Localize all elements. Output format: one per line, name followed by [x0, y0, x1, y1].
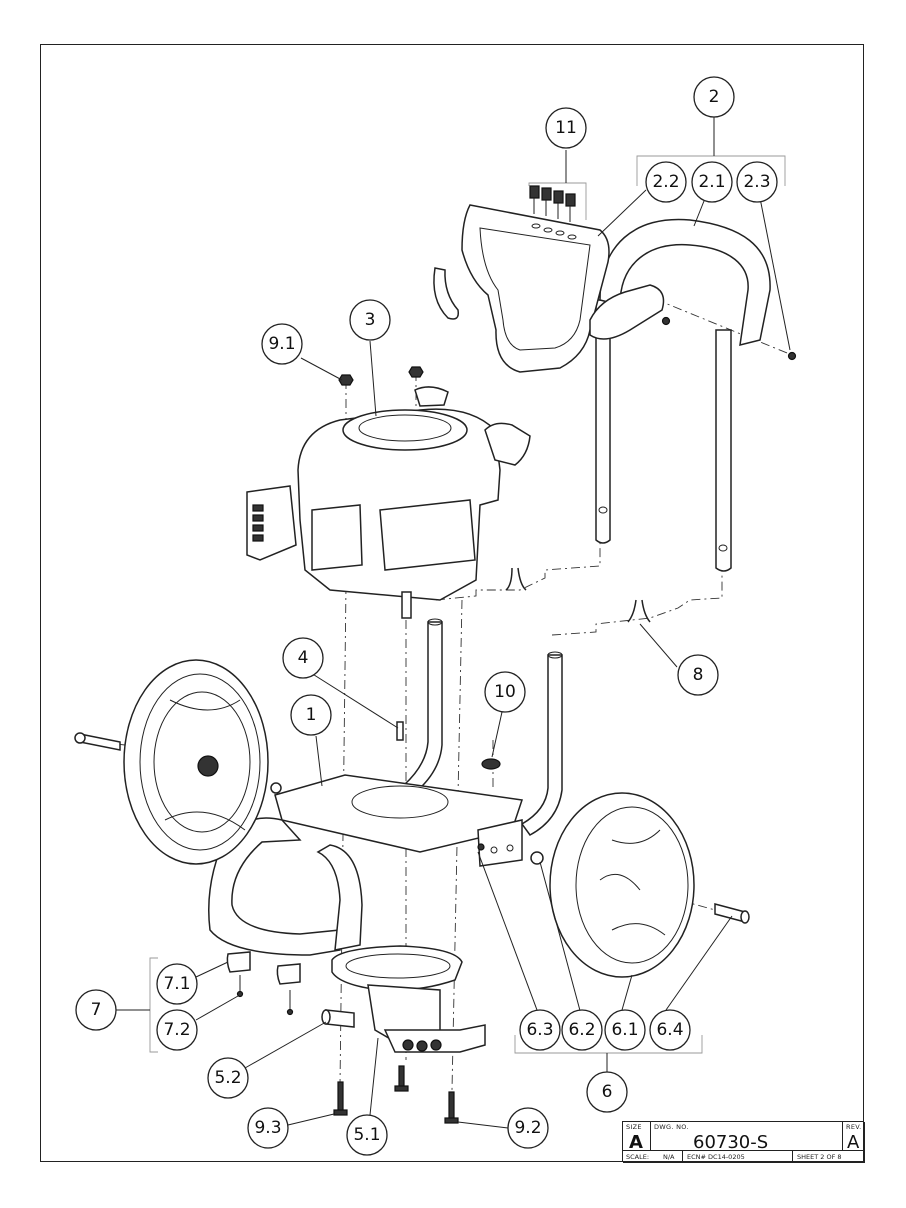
rev-label: REV.	[846, 1123, 862, 1131]
svg-text:2.3: 2.3	[743, 172, 770, 192]
scale-label: SCALE:	[626, 1153, 650, 1161]
callout-9-2: 9.2	[507, 1107, 549, 1149]
svg-text:6.3: 6.3	[526, 1020, 553, 1040]
bracket-group-2	[636, 155, 786, 186]
svg-text:5.2: 5.2	[214, 1068, 241, 1088]
leader-lines	[115, 117, 791, 1129]
pump	[321, 945, 486, 1053]
svg-text:6: 6	[602, 1082, 613, 1102]
engine	[246, 366, 531, 619]
ecn-value: ECN# DC14-0205	[687, 1153, 745, 1161]
svg-text:9.2: 9.2	[514, 1118, 541, 1138]
size-cell: SIZE A	[623, 1122, 651, 1151]
svg-text:2.1: 2.1	[698, 172, 725, 192]
svg-text:8: 8	[693, 665, 704, 685]
svg-text:5.1: 5.1	[353, 1125, 380, 1145]
callout-11: 11	[545, 107, 587, 149]
bracket-group-7	[149, 957, 158, 1053]
dwg-no-label: DWG. NO.	[654, 1123, 689, 1131]
callout-4: 4	[282, 637, 324, 679]
callout-5-2: 5.2	[207, 1057, 249, 1099]
callout-6-3: 6.3	[519, 1009, 561, 1051]
callout-1: 1	[290, 694, 332, 736]
callout-6-2: 6.2	[561, 1009, 603, 1051]
svg-text:6.4: 6.4	[656, 1020, 683, 1040]
svg-text:1: 1	[306, 705, 317, 725]
rev-cell: REV. A	[843, 1122, 865, 1151]
drawing-border	[40, 44, 864, 1162]
svg-text:7: 7	[91, 1000, 102, 1020]
callout-10: 10	[484, 671, 526, 713]
callout-5-1: 5.1	[346, 1114, 388, 1156]
callout-7: 7	[75, 989, 117, 1031]
svg-text:6.2: 6.2	[568, 1020, 595, 1040]
sheet-cell: SHEET 2 OF 8	[793, 1151, 865, 1163]
wheel-right	[549, 792, 695, 978]
svg-text:10: 10	[494, 682, 516, 702]
svg-text:2.2: 2.2	[652, 172, 679, 192]
spray-nozzles	[529, 185, 576, 222]
callout-8: 8	[677, 654, 719, 696]
svg-text:4: 4	[298, 648, 309, 668]
bracket-group-11	[528, 182, 587, 220]
dwg-no-cell: DWG. NO. 60730-S	[651, 1122, 843, 1151]
callout-6-1: 6.1	[604, 1009, 646, 1051]
callout-7-2: 7.2	[156, 1009, 198, 1051]
svg-text:7.1: 7.1	[163, 974, 190, 994]
axle-bolts	[74, 732, 750, 924]
callout-2-1: 2.1	[691, 161, 733, 203]
frame	[208, 618, 563, 956]
callout-9-1: 9.1	[261, 323, 303, 365]
callout-9-3: 9.3	[247, 1107, 289, 1149]
foot-pads-and-bolts	[226, 721, 501, 1124]
scale-cell: SCALE: N/A	[623, 1151, 683, 1163]
svg-text:6.1: 6.1	[611, 1020, 638, 1040]
handle-assembly	[433, 204, 797, 623]
scale-value: N/A	[663, 1153, 675, 1161]
size-label: SIZE	[626, 1123, 642, 1131]
ecn-cell: ECN# DC14-0205	[683, 1151, 793, 1163]
callout-2-2: 2.2	[645, 161, 687, 203]
bracket-group-6	[514, 1035, 703, 1054]
sheet-value: SHEET 2 OF 8	[797, 1153, 842, 1161]
callout-6: 6	[586, 1071, 628, 1113]
size-value: A	[629, 1132, 643, 1151]
svg-text:7.2: 7.2	[163, 1020, 190, 1040]
callout-6-4: 6.4	[649, 1009, 691, 1051]
svg-text:2: 2	[709, 87, 720, 107]
svg-text:9.3: 9.3	[254, 1118, 281, 1138]
callout-7-1: 7.1	[156, 963, 198, 1005]
svg-text:3: 3	[365, 310, 376, 330]
rev-value: A	[847, 1132, 860, 1151]
title-block: SIZE A DWG. NO. 60730-S REV. A SCALE: N/…	[622, 1121, 865, 1163]
svg-text:9.1: 9.1	[268, 334, 295, 354]
callout-2-3: 2.3	[736, 161, 778, 203]
callout-3: 3	[349, 299, 391, 341]
svg-text:11: 11	[555, 118, 577, 138]
dwg-no-value: 60730-S	[693, 1132, 769, 1151]
callout-2: 2	[693, 76, 735, 118]
wheel-left	[123, 659, 269, 865]
